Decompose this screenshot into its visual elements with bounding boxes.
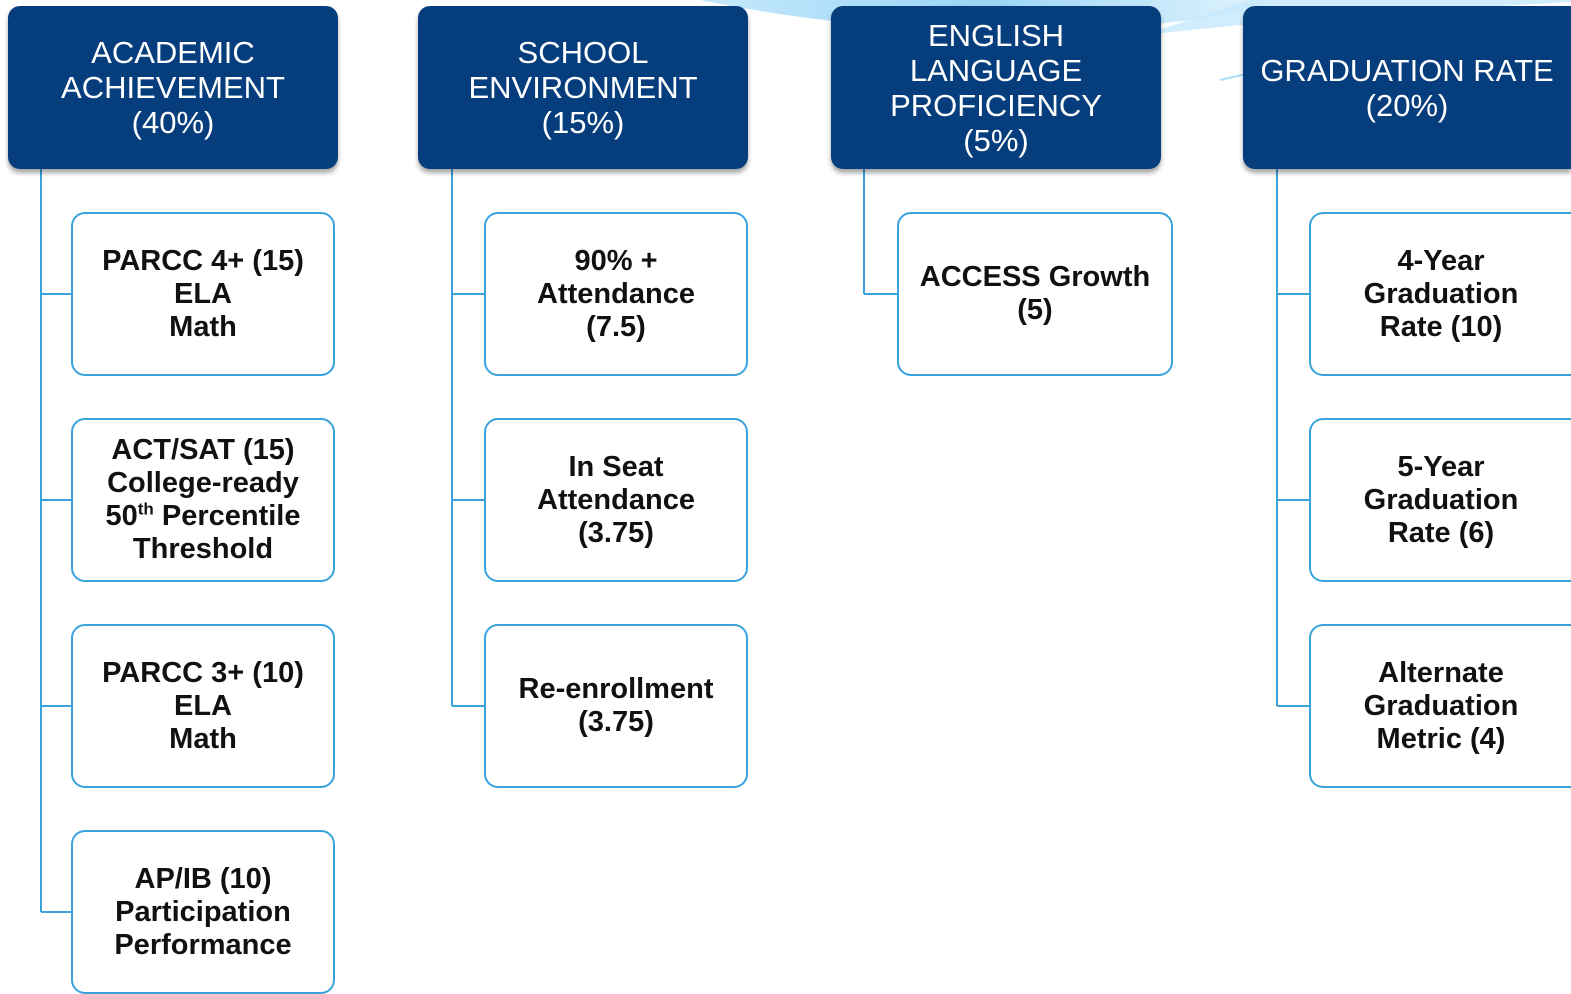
category-title-line: GRADUATION RATE xyxy=(1260,52,1554,88)
metric-line: AP/IB (10) xyxy=(134,862,272,895)
metric-line: ACCESS Growth xyxy=(919,261,1151,293)
category-header-academic-achievement: ACADEMIC ACHIEVEMENT (40%) xyxy=(8,6,338,169)
metric-line: Math xyxy=(169,722,237,755)
metric-box: Re-enrollment (3.75) xyxy=(484,624,748,788)
metric-line: Math xyxy=(169,310,237,343)
metric-line: College-ready xyxy=(107,467,299,499)
metric-line: Attendance xyxy=(537,483,695,516)
category-header-school-environment: SCHOOL ENVIRONMENT (15%) xyxy=(418,6,748,169)
category-title-line: ENVIRONMENT xyxy=(468,70,698,105)
metric-line: (3.75) xyxy=(578,706,654,738)
category-title-line: ACADEMIC xyxy=(91,35,255,70)
metric-box: 4-Year Graduation Rate (10) xyxy=(1309,212,1571,376)
metric-line: Graduation xyxy=(1363,277,1519,310)
metric-box: 90% + Attendance (7.5) xyxy=(484,212,748,376)
metric-line: (7.5) xyxy=(586,310,646,343)
metric-line: In Seat xyxy=(568,450,664,483)
metric-line: Re-enrollment xyxy=(518,673,714,705)
metric-line: ACT/SAT (15) xyxy=(111,434,295,466)
metric-box: ACT/SAT (15) College-ready 50th Percenti… xyxy=(71,418,335,582)
metric-line: ELA xyxy=(174,689,232,722)
metric-box: 5-Year Graduation Rate (6) xyxy=(1309,418,1571,582)
category-percent: (15%) xyxy=(541,105,625,140)
metric-box: In Seat Attendance (3.75) xyxy=(484,418,748,582)
category-title-line: SCHOOL xyxy=(517,35,649,70)
metric-line: Graduation xyxy=(1363,483,1519,516)
metric-line: 50th Percentile xyxy=(105,499,301,532)
metric-line: 90% + xyxy=(574,244,658,277)
category-header-english-language-proficiency: ENGLISH LANGUAGE PROFICIENCY (5%) xyxy=(831,6,1161,169)
metric-line: 5-Year xyxy=(1397,450,1485,483)
metric-box: ACCESS Growth (5) xyxy=(897,212,1173,376)
category-percent: (40%) xyxy=(131,105,215,140)
metric-line: Rate (6) xyxy=(1387,516,1495,549)
metric-line: PARCC 3+ (10) xyxy=(102,656,304,689)
metric-line: (5) xyxy=(1017,294,1053,326)
metric-line: Threshold xyxy=(132,533,274,565)
category-percent: (5%) xyxy=(963,122,1029,158)
metric-line: Attendance xyxy=(537,277,695,310)
metric-line: 4-Year xyxy=(1397,244,1485,277)
metric-box: Alternate Graduation Metric (4) xyxy=(1309,624,1571,788)
category-title-line: ENGLISH xyxy=(927,17,1065,53)
metric-line: Performance xyxy=(114,928,292,961)
metric-line: PARCC 4+ (15) xyxy=(102,244,304,277)
metric-line: ELA xyxy=(174,277,232,310)
category-header-graduation-rate: GRADUATION RATE (20%) xyxy=(1243,6,1571,169)
category-percent: (20%) xyxy=(1365,87,1449,123)
category-title-line: PROFICIENCY xyxy=(890,87,1102,123)
metric-line: (3.75) xyxy=(578,516,654,549)
metric-line: Graduation xyxy=(1363,689,1519,722)
metric-box: PARCC 3+ (10) ELA Math xyxy=(71,624,335,788)
metric-line: Alternate xyxy=(1378,656,1504,689)
metric-box: PARCC 4+ (15) ELA Math xyxy=(71,212,335,376)
metric-box: AP/IB (10) Participation Performance xyxy=(71,830,335,994)
metric-line: Participation xyxy=(115,895,291,928)
category-title-line: LANGUAGE xyxy=(909,52,1083,88)
metric-line: Metric (4) xyxy=(1376,722,1506,755)
metric-line: Rate (10) xyxy=(1379,310,1503,343)
category-title-line: ACHIEVEMENT xyxy=(61,70,285,105)
